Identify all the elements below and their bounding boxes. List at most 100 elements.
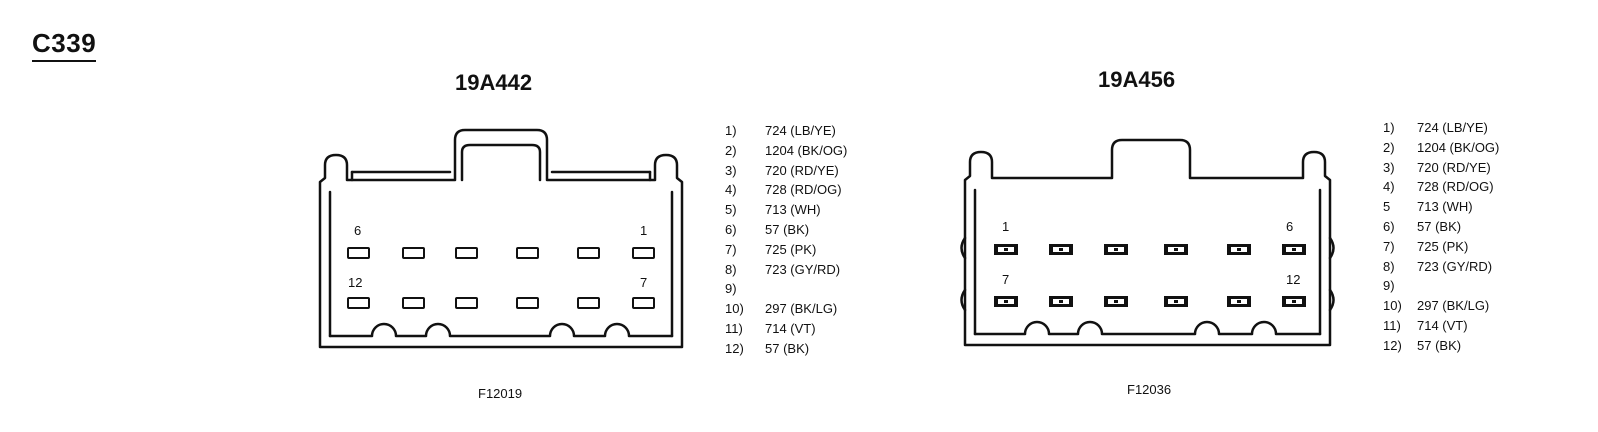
pin-number: 4) [725, 182, 737, 198]
pin-circuit: 728 (RD/OG) [1417, 179, 1494, 195]
pin-cavity [455, 247, 478, 259]
page-title: C339 [32, 28, 97, 62]
pin-circuit: 713 (WH) [1417, 199, 1473, 215]
pin-row: 8)723 (GY/RD) [725, 260, 847, 280]
pin-circuit: 714 (VT) [1417, 317, 1468, 333]
pin-circuit: 724 (LB/YE) [1417, 120, 1488, 135]
pin-circuit: 723 (GY/RD) [765, 261, 841, 277]
pin-number: 9) [1383, 278, 1395, 294]
pin-circuit: 1204 (BK/OG) [1417, 139, 1500, 155]
pin-row: 9) [725, 279, 847, 299]
pin-cavity [632, 247, 655, 259]
pin-row: 10) 297 (BK/LG) [725, 299, 847, 319]
pin-list-19a442: 1) 724 (LB/YE) 2) 1204 (BK/OG) 3) 720 (RD/YE)… [725, 121, 847, 359]
pin-cavity [402, 297, 425, 309]
pin-row: 1) 724 (LB/YE) [725, 121, 847, 141]
pin-circuit: 725 (PK) [1417, 238, 1469, 254]
pin-label: 6 [1286, 219, 1293, 234]
pin-row: 6) 57 (BK) [725, 220, 847, 240]
figure-id-f12019: F12019 [478, 386, 523, 401]
pin-row: 1) 724 (LB/YE) [1383, 118, 1499, 138]
pin-row: 11) 714 (VT) [1383, 316, 1499, 336]
pin-circuit: 1204 (BK/OG) [765, 142, 848, 158]
pin-number: 2) [725, 142, 737, 158]
pin-cavity [516, 247, 539, 259]
pin-circuit: 714 (VT) [765, 320, 816, 336]
pin-cavity [632, 297, 655, 309]
pin-row: 7) 725 (PK) [1383, 237, 1499, 257]
pin-list-19a456: 1) 724 (LB/YE) 2) 1204 (BK/OG) 3) 720 (RD/YE)… [1383, 118, 1499, 356]
pin-circuit: 723 (GY/RD) [1417, 258, 1493, 274]
pin-circuit: 720 (RD/YE) [765, 162, 839, 178]
pin-row: 4) 728 (RD/OG) [1383, 177, 1499, 197]
pin-row: 10) 297 (BK/LG) [1383, 296, 1499, 316]
pin-row: 3) 720 (RD/YE) [1383, 158, 1499, 178]
pin-number: 5) [725, 202, 737, 218]
pin-cavity [516, 297, 539, 309]
connector-face-19a456: 1 6 7 12 [960, 138, 1335, 347]
pin-circuit: 713 (WH) [765, 202, 821, 218]
housing-outline [318, 128, 684, 349]
pin-circuit: 57 (BK) [765, 221, 810, 237]
pin-circuit: 57 (BK) [765, 340, 810, 356]
pin-row: 7) 725 (PK) [725, 240, 847, 260]
pin-circuit: 57 (BK) [1417, 337, 1462, 353]
pin-circuit: 57 (BK) [1417, 218, 1462, 234]
pin-label: 7 [640, 275, 647, 290]
pin-number: 10) [1383, 298, 1402, 314]
pin-number: 10) [725, 301, 744, 317]
pin-circuit: 724 (LB/YE) [765, 123, 836, 138]
pin-number: 6) [725, 221, 737, 237]
pin-cavity [347, 297, 370, 309]
pin-number: 4) [1383, 179, 1395, 195]
pin-number: 11) [725, 320, 743, 336]
pin-cavity [577, 297, 600, 309]
pin-row: 12) 57 (BK) [1383, 336, 1499, 356]
scalloped-edge [973, 320, 1322, 336]
pin-row: 5 713 (WH) [1383, 197, 1499, 217]
pin-number: 7) [725, 241, 737, 257]
pin-number: 1) [1383, 120, 1395, 135]
pin-number: 9) [725, 281, 737, 297]
pin-number: 12) [1383, 337, 1402, 353]
pin-circuit: 297 (BK/LG) [765, 301, 838, 317]
pin-label: 7 [1002, 272, 1009, 287]
pin-circuit: 720 (RD/YE) [1417, 159, 1491, 175]
pin-label: 1 [640, 223, 647, 238]
pin-row: 12) 57 (BK) [725, 339, 847, 359]
pin-number: 12) [725, 340, 744, 356]
pin-circuit: 725 (PK) [765, 241, 817, 257]
scalloped-edge [328, 322, 674, 338]
pin-circuit: 297 (BK/LG) [1417, 298, 1490, 314]
pin-row: 9) [1383, 276, 1499, 296]
pin-number: 6) [1383, 218, 1395, 234]
pin-number: 7) [1383, 238, 1395, 254]
pin-number: 3) [1383, 159, 1395, 175]
connector-title-19a456: 19A456 [1098, 67, 1176, 92]
pin-number: 5 [1383, 199, 1391, 215]
pin-number: 11) [1383, 317, 1401, 333]
pin-number: 8) [1383, 258, 1395, 274]
pin-row: 2) 1204 (BK/OG) [1383, 138, 1499, 158]
pin-number: 1) [725, 123, 737, 138]
connector-face-19a442: 6 1 12 7 [318, 128, 684, 349]
housing-outline [963, 138, 1332, 347]
pin-cavity [402, 247, 425, 259]
pin-cavity [455, 297, 478, 309]
pin-row: 2) 1204 (BK/OG) [725, 141, 847, 161]
pin-number: 2) [1383, 139, 1395, 155]
pin-circuit: 728 (RD/OG) [765, 182, 842, 198]
pin-row: 5) 713 (WH) [725, 200, 847, 220]
pin-label: 6 [354, 223, 361, 238]
pin-row: 11) 714 (VT) [725, 319, 847, 339]
pin-number: 3) [725, 162, 737, 178]
pin-label: 12 [348, 275, 362, 290]
figure-id-f12036: F12036 [1127, 382, 1172, 397]
pin-row: 3) 720 (RD/YE) [725, 161, 847, 181]
pin-row: 6) 57 (BK) [1383, 217, 1499, 237]
pin-cavity [347, 247, 370, 259]
pin-label: 1 [1002, 219, 1009, 234]
connector-title-19a442: 19A442 [455, 70, 533, 95]
pin-row: 4) 728 (RD/OG) [725, 180, 847, 200]
pin-label: 12 [1286, 272, 1300, 287]
